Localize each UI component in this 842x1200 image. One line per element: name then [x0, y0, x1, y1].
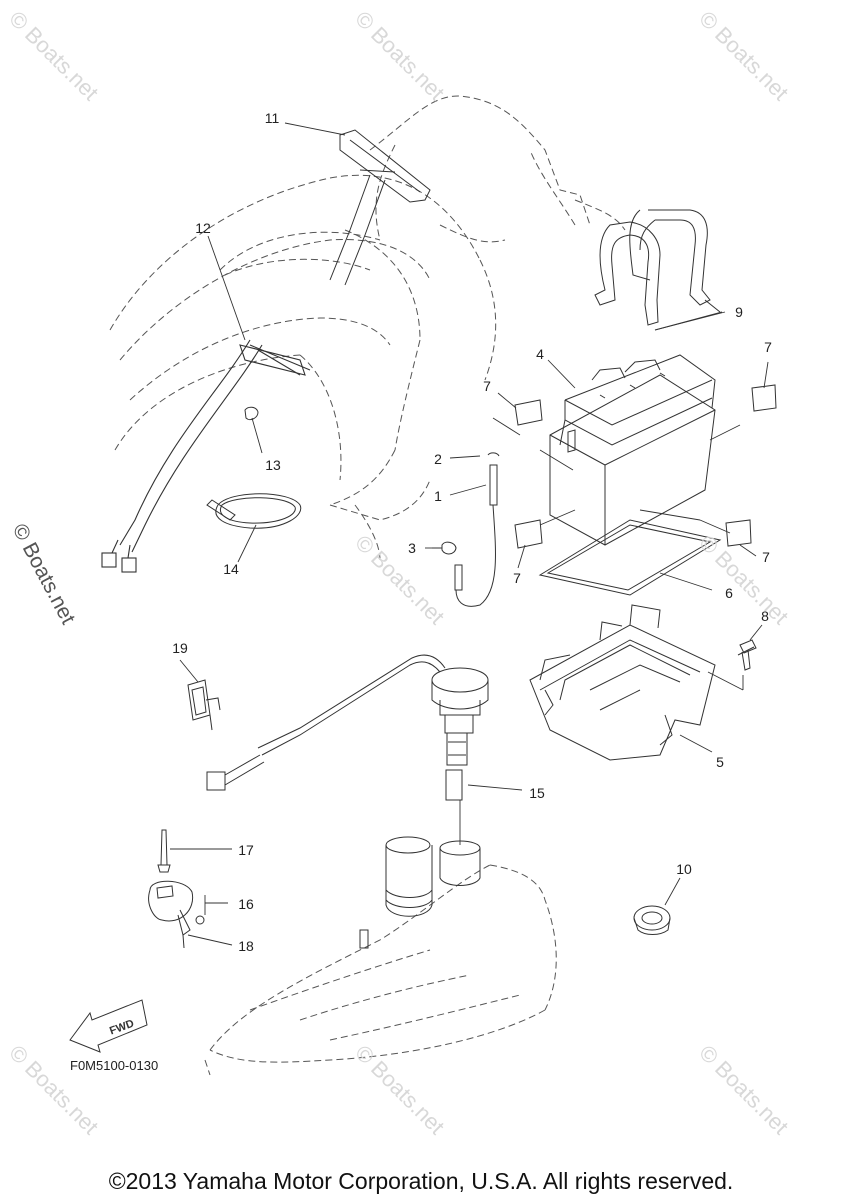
callout-7c: 7	[513, 570, 521, 586]
breather-hose	[432, 452, 500, 607]
battery-pad	[538, 519, 722, 596]
callout-5: 5	[716, 754, 724, 770]
callout-9: 9	[735, 304, 743, 320]
cable-tie	[206, 493, 302, 529]
callout-16: 16	[238, 896, 254, 912]
filler-neck	[359, 836, 481, 949]
wire-harness	[101, 339, 311, 573]
grommet	[633, 905, 671, 935]
callout-10: 10	[676, 861, 692, 877]
fuel-sender	[206, 654, 489, 801]
seat-rail-bracket	[329, 129, 431, 286]
callout-13: 13	[265, 457, 281, 473]
callout-3: 3	[408, 540, 416, 556]
fwd-text: FWD	[108, 1018, 136, 1038]
callout-11: 11	[264, 110, 280, 126]
callout-12: 12	[195, 220, 211, 236]
copyright-notice: ©2013 Yamaha Motor Corporation, U.S.A. A…	[108, 1168, 734, 1194]
callout-15: 15	[529, 785, 545, 801]
clamp-assembly	[148, 829, 205, 949]
wire-clip	[244, 406, 259, 421]
diagram-code: F0M5100-0130	[70, 1058, 159, 1073]
battery-band	[594, 209, 723, 331]
battery	[549, 354, 716, 546]
callout-7d: 7	[762, 549, 770, 565]
callout-14: 14	[223, 561, 239, 577]
callout-6: 6	[725, 585, 733, 601]
forward-arrow: FWD	[69, 999, 148, 1053]
callout-8: 8	[761, 608, 769, 624]
callout-4: 4	[536, 346, 544, 362]
warning-label	[514, 384, 777, 549]
callout-18: 18	[238, 938, 254, 954]
callout-17: 17	[238, 842, 254, 858]
fuse-holder	[187, 679, 221, 731]
callout-19: 19	[172, 640, 188, 656]
callout-1: 1	[434, 488, 442, 504]
bolt	[737, 639, 757, 671]
battery-box	[529, 604, 716, 761]
leader-lines	[170, 122, 769, 946]
callout-7a: 7	[483, 378, 491, 394]
callout-7b: 7	[764, 339, 772, 355]
hull-outline	[109, 95, 626, 1076]
callout-2: 2	[434, 451, 442, 467]
